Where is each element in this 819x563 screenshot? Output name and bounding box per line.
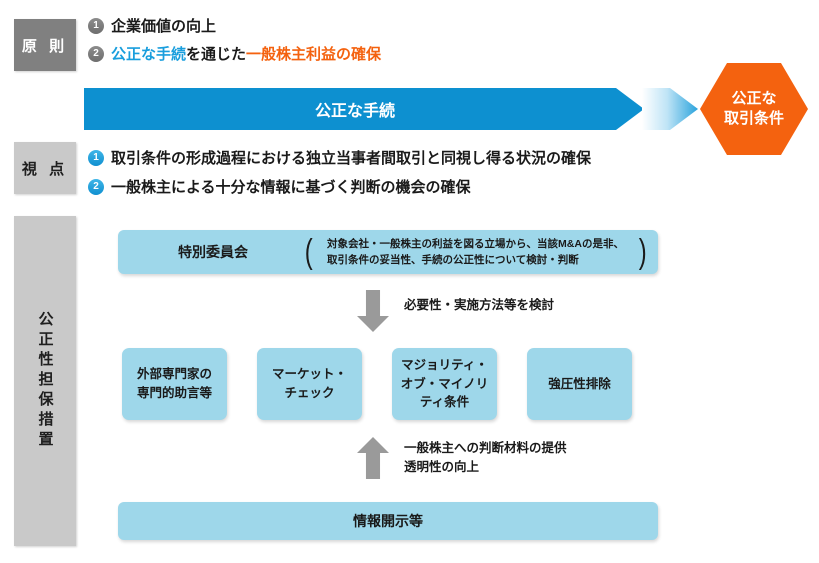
paren-close: ) xyxy=(638,233,647,271)
hexagon-line-1: 公正な xyxy=(731,89,777,107)
viewpoint-text-1: 取引条件の形成過程における独立当事者間取引と同視し得る状況の確保 xyxy=(111,150,592,167)
special-committee-panel: 特別委員会 ( 対象会社・一般株主の利益を図る立場から、当該M&Aの是非、 取引… xyxy=(118,230,658,274)
banner-chevron-tip-icon xyxy=(642,88,698,130)
viewpoint-item-1: 1 取引条件の形成過程における独立当事者間取引と同視し得る状況の確保 xyxy=(88,147,591,168)
number-badge-icon: 1 xyxy=(88,17,104,34)
number-badge-icon: 2 xyxy=(88,45,104,62)
paren-open: ( xyxy=(304,233,313,271)
measure-box-coercion-exclusion: 強圧性排除 xyxy=(527,348,632,420)
section-label-fairness-measures: 公正性担保措置 xyxy=(14,216,76,546)
banner-label: 公正な手続 xyxy=(314,103,395,120)
fair-procedure-banner: 公正な手続 xyxy=(84,88,698,130)
principle-item-1: 1 企業価値の向上 xyxy=(88,15,216,36)
arrow-down-icon xyxy=(357,290,389,332)
section-label-viewpoint: 視 点 xyxy=(14,142,76,194)
hexagon-line-2: 取引条件 xyxy=(723,110,784,127)
fair-terms-hexagon: 公正な 取引条件 xyxy=(700,63,808,155)
special-committee-detail: ( 対象会社・一般株主の利益を図る立場から、当該M&Aの是非、 取引条件の妥当性… xyxy=(303,230,648,274)
principle-text-2: 公正な手続を通じた一般株主利益の確保 xyxy=(111,43,381,64)
banner-arrow-shape: 公正な手続 xyxy=(84,88,644,130)
principle-text-2-part-1: 公正な手続 xyxy=(111,46,187,63)
arrow-up-icon xyxy=(357,437,389,479)
flow-caption-down: 必要性・実施方法等を検討 xyxy=(404,298,555,312)
principle-text-2-part-2: を通じた xyxy=(186,46,247,63)
number-badge-icon: 2 xyxy=(88,178,104,195)
principle-item-2: 2 公正な手続を通じた一般株主利益の確保 xyxy=(88,43,381,64)
information-disclosure-panel: 情報開示等 xyxy=(118,502,658,540)
number-badge-icon: 1 xyxy=(88,149,104,166)
special-committee-title: 特別委員会 xyxy=(178,244,248,260)
measure-box-market-check: マーケット・ チェック xyxy=(257,348,362,420)
viewpoint-text-2: 一般株主による十分な情報に基づく判断の機会の確保 xyxy=(111,179,471,196)
principle-text-1: 企業価値の向上 xyxy=(111,18,217,35)
section-label-principle: 原 則 xyxy=(14,19,76,71)
flow-caption-up: 一般株主への判断材料の提供 透明性の向上 xyxy=(404,441,567,474)
measure-box-external-advice: 外部専門家の 専門的助言等 xyxy=(122,348,227,420)
viewpoint-item-2: 2 一般株主による十分な情報に基づく判断の機会の確保 xyxy=(88,176,471,197)
measure-box-majority-of-minority: マジョリティ・ オブ・マイノリ ティ条件 xyxy=(392,348,497,420)
special-committee-description: 対象会社・一般株主の利益を図る立場から、当該M&Aの是非、 取引条件の妥当性、手… xyxy=(327,237,624,266)
principle-text-2-part-3: 一般株主利益の確保 xyxy=(246,46,382,63)
